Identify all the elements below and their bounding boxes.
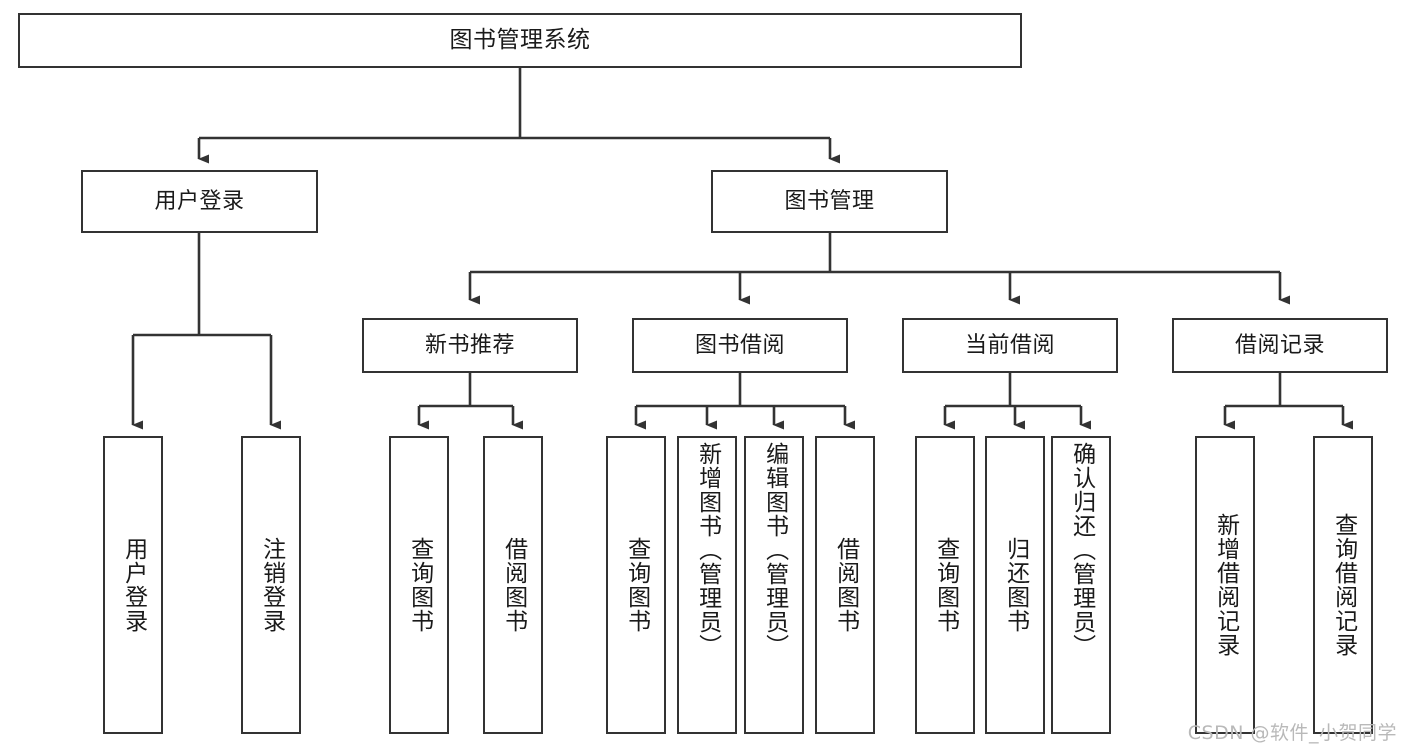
node-label: 确认归还（管理员） (1068, 442, 1095, 658)
node-label: 查询图书 (406, 537, 433, 633)
node-leaf-query-record[interactable]: 查询借阅记录 (1313, 436, 1373, 734)
node-current-borrow[interactable]: 当前借阅 (902, 318, 1118, 373)
node-label: 编辑图书（管理员） (761, 442, 788, 658)
node-label: 注销登录 (258, 537, 285, 633)
node-user-login[interactable]: 用户登录 (81, 170, 318, 233)
node-leaf-logout-login[interactable]: 注销登录 (241, 436, 301, 734)
watermark-text: CSDN @软件_小贺同学 (1187, 722, 1397, 744)
node-label: 查询图书 (623, 537, 650, 633)
node-label: 新书推荐 (424, 332, 515, 358)
node-leaf-borrow-book-2[interactable]: 借阅图书 (815, 436, 875, 734)
node-label: 查询图书 (932, 537, 959, 633)
node-leaf-add-book[interactable]: 新增图书（管理员） (677, 436, 737, 734)
node-label: 图书管理 (784, 188, 875, 214)
node-leaf-borrow-book-1[interactable]: 借阅图书 (483, 436, 543, 734)
node-book-borrow[interactable]: 图书借阅 (632, 318, 848, 373)
node-borrow-record[interactable]: 借阅记录 (1172, 318, 1388, 373)
node-label: 借阅记录 (1234, 332, 1325, 358)
node-label: 查询借阅记录 (1330, 513, 1357, 657)
node-label: 归还图书 (1002, 537, 1029, 633)
node-leaf-query-book-3[interactable]: 查询图书 (915, 436, 975, 734)
node-new-book-recommend[interactable]: 新书推荐 (362, 318, 578, 373)
node-root-book-management-system[interactable]: 图书管理系统 (18, 13, 1022, 68)
node-label: 新增图书（管理员） (694, 442, 721, 658)
node-leaf-edit-book[interactable]: 编辑图书（管理员） (744, 436, 804, 734)
node-label: 图书管理系统 (449, 27, 591, 54)
node-leaf-query-book-1[interactable]: 查询图书 (389, 436, 449, 734)
node-book-management[interactable]: 图书管理 (711, 170, 948, 233)
node-label: 借阅图书 (500, 537, 527, 633)
node-leaf-user-login[interactable]: 用户登录 (103, 436, 163, 734)
node-leaf-add-record[interactable]: 新增借阅记录 (1195, 436, 1255, 734)
node-label: 用户登录 (154, 188, 245, 214)
node-label: 借阅图书 (832, 537, 859, 633)
node-leaf-query-book-2[interactable]: 查询图书 (606, 436, 666, 734)
node-label: 新增借阅记录 (1212, 513, 1239, 657)
node-label: 用户登录 (120, 537, 147, 633)
node-label: 当前借阅 (964, 332, 1055, 358)
node-leaf-return-book[interactable]: 归还图书 (985, 436, 1045, 734)
node-label: 图书借阅 (694, 332, 785, 358)
node-leaf-confirm-return[interactable]: 确认归还（管理员） (1051, 436, 1111, 734)
